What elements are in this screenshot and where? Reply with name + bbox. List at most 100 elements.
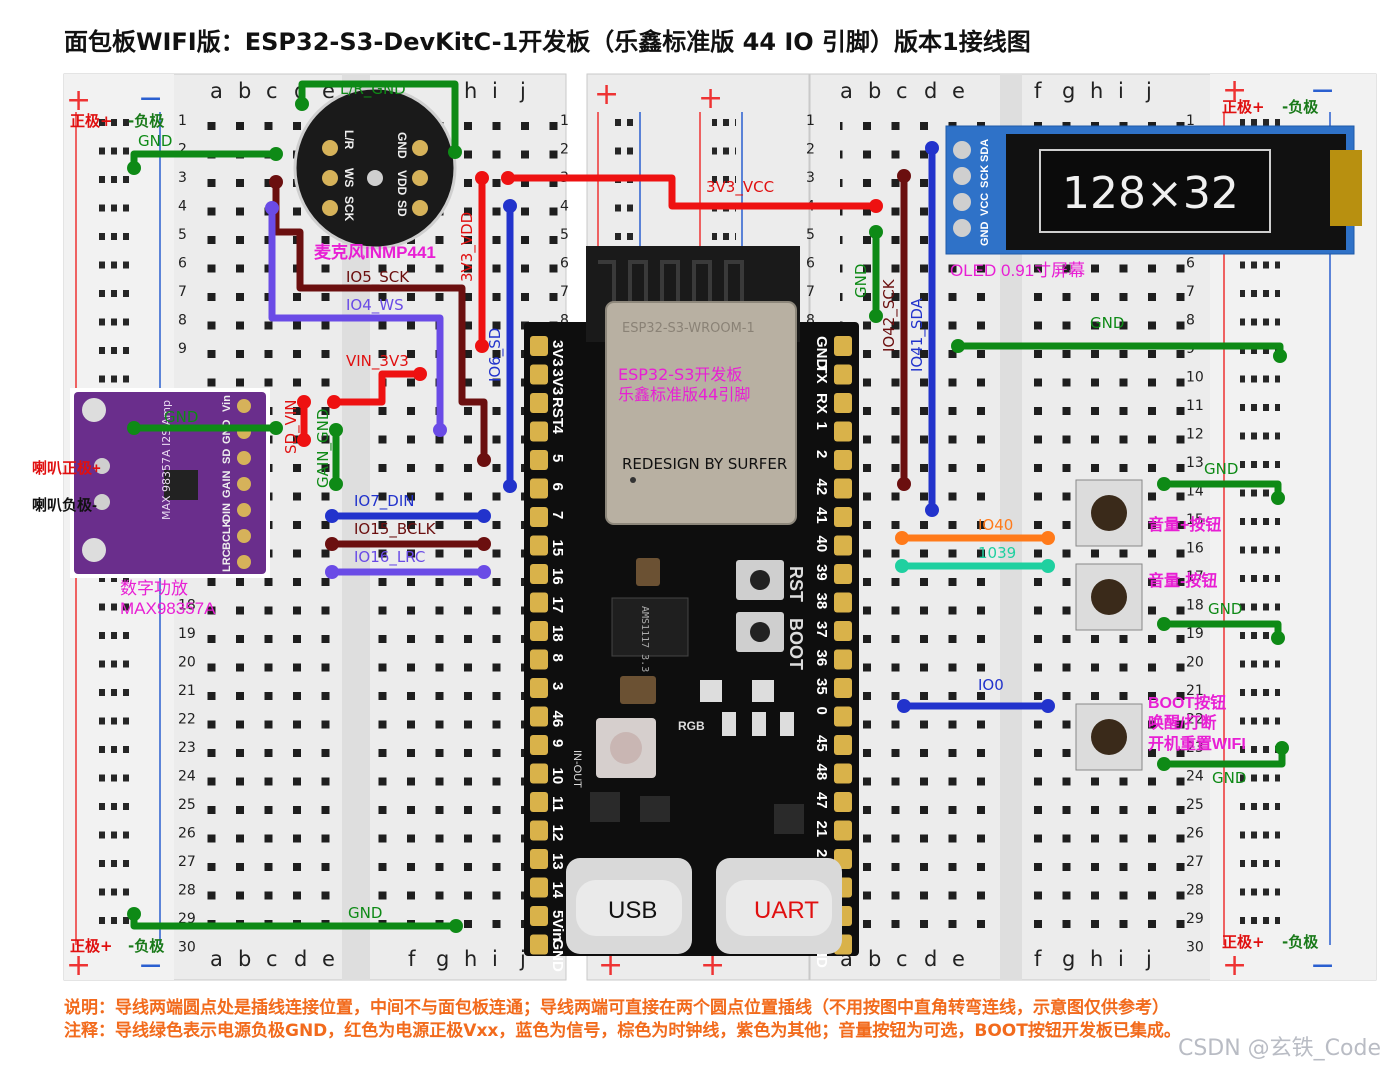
row-number-r2: 17 [1186,569,1204,585]
row-number-r2: 21 [1186,683,1204,699]
lbl-io7-din: IO7_DIN [354,492,414,511]
mic-pin-vdd: VDD [395,170,409,196]
esp32-left-pin-label: 8 [549,654,566,662]
esp32-right-pin-label: 38 [813,593,830,610]
page-title: 面包板WIFI版：ESP32-S3-DevKitC-1开发板（乐鑫标准版 44 … [64,28,1031,56]
oled-pin-sck: SCK [979,165,991,188]
btn-rst-label: RST [786,566,806,602]
vol-down-button[interactable] [1075,563,1143,631]
row-number-r1: 2 [806,142,815,158]
esp32-left-pin-label: GND [549,939,566,973]
esp32-label-1: ESP32-S3开发板 [618,365,742,384]
row-number-l1: 26 [178,826,196,842]
row-number-r2: 26 [1186,826,1204,842]
esp32-module-name: ESP32-S3-WROOM-1 [622,321,755,336]
row-number-l1: 9 [178,341,187,357]
row-number-l1: 5 [178,227,187,243]
wire-io39-end-a [895,559,909,573]
row-number-l1: 22 [178,712,196,728]
esp32-left-pin-label: 17 [549,597,566,614]
wire-io39-end-b [1041,559,1055,573]
col-letter: b [868,947,881,971]
esp32-right-pin-pad [834,535,852,556]
esp32-right-pin-label: 35 [813,678,830,695]
row-number-l1: 3 [178,170,187,186]
row-number-l1: 27 [178,854,196,870]
esp32-left-pin-pad [530,478,548,499]
rail-minus-tl: − [138,81,163,116]
esp32-left-pin-label: 5Vin [549,910,566,941]
row-number-r2: 24 [1186,769,1204,785]
col-letter: g [1062,947,1075,971]
wire-io42-sck-end-a [897,169,911,183]
oled-screen-text: 128×32 [1062,168,1239,219]
wire-io6-sd-end-a [503,199,517,213]
wire-gnd-amp-end-b [269,421,283,435]
esp32-left-pin-label: 5 [549,454,566,462]
row-number-l1: 1 [178,113,187,129]
lbl-io42-sck: IO42_SCK [880,278,899,352]
esp32-left-pin-label: 18 [549,625,566,642]
amp-max98357a: MAX 98357A I2S Amp Vin GND SD GAIN DIN B… [32,388,270,618]
row-number-l1: 19 [178,626,196,642]
col-letter: h [1090,79,1103,103]
row-number-l1: 21 [178,683,196,699]
row-number-r2: 30 [1186,940,1204,956]
amp-label-1: 数字功放 [120,579,188,598]
wire-3v3-vcc-end-b [869,199,883,213]
esp32-left-pin-pad [530,934,548,955]
esp32-right-pin-pad [834,421,852,442]
regulator-text: AMS1117 3.3 [639,606,650,672]
esp32-right-pin-pad [834,364,852,385]
esp32-left-pin-label: 9 [549,739,566,747]
in-out-label: IN-OUT [571,750,583,788]
wire-3v3-vdd-end-a [475,339,489,353]
rail-label-pos-tl: 正极+ [70,112,113,130]
lbl-gnd-bottom: GND [348,904,382,922]
wire-gnd-btn3-end-a [1157,757,1171,771]
lbl-io5-sck: IO5_SCK [346,268,410,287]
esp32-label-2: 乐鑫标准版44引脚 [618,385,750,404]
row-number-r2: 12 [1186,427,1204,443]
vol-down-label: 音量-按钮 [1148,571,1217,590]
wire-io16-lrc-end-b [477,565,491,579]
esp32-right-pin-label: 45 [813,735,830,752]
amp-pin-gnd: GND [221,420,233,445]
esp32-right-pin-label: 37 [813,621,830,638]
col-letter: b [238,947,251,971]
mic-inmp441: L/R WS SCK GND VDD SD 麦克风INMP441 [293,86,457,262]
wire-sd-vin-end-b [297,433,311,447]
esp32-right-pin-pad [834,678,852,698]
lbl-gnd-btn2: GND [1208,600,1242,618]
wire-vin-3v3 [330,370,424,406]
rail-label-neg-bl: -负极 [128,937,165,955]
row-number-r2: 19 [1186,626,1204,642]
row-number-l2: 4 [560,199,569,215]
lbl-io41-sda: IO41_SDA [908,297,927,372]
mic-pin-gnd: GND [395,132,409,159]
row-number-r2: 20 [1186,655,1204,671]
col-letter: c [896,947,908,971]
lbl-gnd-oled: GND [852,264,870,298]
mic-pin-ws: WS [342,168,356,187]
esp32-right-pin-pad [834,592,852,613]
wire-io6-sd-end-b [503,479,517,493]
vol-up-button[interactable] [1075,479,1143,547]
esp32-left-pin-label: RST [549,397,566,427]
row-number-r2: 7 [1186,284,1195,300]
row-number-r1: 6 [806,256,815,272]
esp32-left-pin-pad [530,820,548,841]
esp32-right-pin-label: 47 [813,792,830,809]
row-number-l1: 24 [178,769,196,785]
buttons: 音量+按钮 音量-按钮 BOOT按钮 唤醒/打断 开机重置WIFI [1075,479,1246,771]
wire-io0-end-a [897,699,911,713]
boot-ext-button[interactable] [1075,703,1143,771]
wires [127,80,1289,933]
wire-vin-3v3-end-b [327,395,341,409]
wire-io4-ws-end-a [265,201,279,215]
wire-io41-sda-end-a [925,141,939,155]
row-number-r2: 11 [1186,398,1204,414]
esp32-left-pin-label: 14 [549,882,566,899]
esp32-left-header: 3V33V3RST4567151617188346910111213145Vin… [530,336,566,972]
